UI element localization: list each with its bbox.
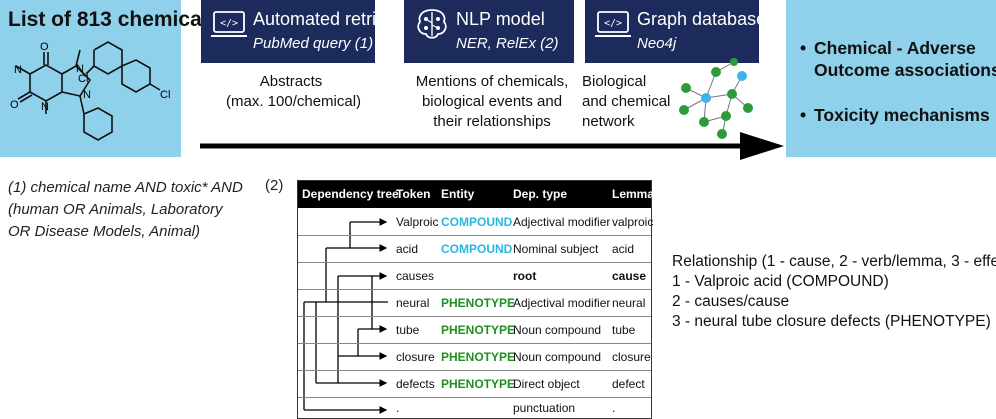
brain-circuit-icon: [417, 9, 447, 39]
entity-cell: PHENOTYPE: [441, 296, 516, 310]
table-row: causes root cause: [298, 262, 651, 290]
outcome-bullet: •: [800, 105, 807, 125]
token-cell: neural: [396, 296, 430, 310]
query-line: OR Disease Models, Animal): [8, 223, 201, 240]
step-nlp-model: NLP model NER, RelEx (2): [404, 0, 574, 63]
step-subtitle: Neo4j: [637, 35, 677, 52]
atom-n-1: N: [14, 64, 22, 76]
outcome-bullet: •: [800, 38, 807, 58]
table-row: closure PHENOTYPE Noun compound closure: [298, 343, 651, 371]
token-cell: .: [396, 401, 400, 415]
relationship-line: Relationship (1 - cause, 2 - verb/lemma,…: [672, 253, 996, 270]
flow-arrow: [200, 132, 784, 160]
chemicals-title: List of 813 chemicals: [8, 8, 220, 31]
lemma-cell: acid: [612, 242, 635, 256]
pubmed-query: (1) chemical name AND toxic* AND (human …: [8, 177, 243, 243]
atom-cl-1: Cl: [78, 73, 88, 85]
entity-cell: COMPOUND: [441, 215, 513, 229]
relationship-description: Relationship (1 - cause, 2 - verb/lemma,…: [672, 252, 996, 332]
step-graph-database: </> Graph database Neo4j: [585, 0, 766, 63]
table-row: acid COMPOUND Nominal subject acid: [298, 235, 651, 263]
lemma-cell: cause: [612, 269, 647, 283]
desc-line: their relationships: [433, 113, 551, 130]
dep-type-cell: Direct object: [513, 377, 580, 391]
step-title: NLP model: [456, 9, 545, 29]
entity-cell: COMPOUND: [441, 242, 513, 256]
atom-o-top: O: [40, 41, 49, 53]
atom-n-3: N: [76, 63, 84, 75]
dep-type-cell: Adjectival modifier: [513, 215, 611, 229]
lemma-cell: valproic: [612, 215, 654, 229]
lemma-cell: neural: [612, 296, 646, 310]
relationship-line: 1 - Valproic acid (COMPOUND): [672, 273, 889, 290]
table-row: . punctuation .: [298, 397, 651, 417]
lemma-cell: tube: [612, 323, 636, 337]
header-token: Token: [396, 187, 431, 201]
step-automated-retrieval: </> Automated retrieval PubMed query (1): [201, 0, 409, 63]
dep-type-cell: root: [513, 269, 537, 283]
table-row: tube PHENOTYPE Noun compound tube: [298, 316, 651, 344]
token-cell: causes: [396, 269, 435, 283]
header-dependency-tree: Dependency tree: [302, 187, 399, 201]
table-row: defects PHENOTYPE Direct object defect: [298, 370, 651, 398]
svg-text:</>: </>: [220, 18, 238, 29]
lemma-cell: .: [612, 401, 616, 415]
step-1-description: Abstracts (max. 100/chemical): [226, 72, 362, 112]
desc-line: and chemical: [582, 93, 671, 110]
lemma-cell: defect: [612, 377, 645, 391]
code-monitor-icon: </>: [595, 11, 631, 37]
table-row: neural PHENOTYPE Adjectival modifier neu…: [298, 289, 651, 317]
chemicals-box: List of 813 chemicals O O N N N: [0, 0, 219, 157]
step-subtitle: PubMed query (1): [253, 35, 374, 52]
dep-type-cell: punctuation: [513, 401, 576, 415]
atom-n-4: N: [83, 89, 91, 101]
chemical-structure-icon: O O N N N N Cl Cl: [10, 41, 170, 141]
dep-type-cell: Noun compound: [513, 323, 602, 337]
step-title: Automated retrieval: [253, 9, 410, 29]
query-line: (1) chemical name AND toxic* AND: [8, 179, 243, 196]
token-cell: defects: [396, 377, 435, 391]
code-monitor-icon: </>: [211, 11, 247, 37]
outcome-line: Toxicity mechanisms: [814, 105, 990, 125]
desc-line: Abstracts: [259, 73, 323, 90]
desc-line: (max. 100/chemical): [226, 93, 362, 110]
dep-type-cell: Adjectival modifier: [513, 296, 611, 310]
step-subtitle: NER, RelEx (2): [456, 35, 559, 52]
outcomes-box: • Chemical - Adverse Outcome association…: [786, 0, 996, 157]
dependency-table: Dependency tree Token Entity Dep. type L…: [297, 180, 655, 419]
atom-n-2: N: [41, 101, 49, 113]
atom-cl-2: Cl: [160, 89, 170, 101]
table-header: Dependency tree Token Entity Dep. type L…: [298, 181, 655, 208]
desc-line: biological events and: [421, 93, 563, 110]
token-cell: Valproic: [396, 215, 439, 229]
query-line: (human OR Animals, Laboratory: [8, 201, 223, 218]
outcome-line: Outcome associations: [814, 60, 996, 80]
step-3-description: Biological and chemical network: [582, 72, 672, 132]
entity-cell: PHENOTYPE: [441, 350, 516, 364]
step-title: Graph database: [637, 9, 767, 29]
network-graph-icon: [679, 58, 753, 139]
dep-type-cell: Noun compound: [513, 350, 602, 364]
nlp-figure-label: (2): [265, 177, 284, 194]
entity-cell: PHENOTYPE: [441, 377, 516, 391]
token-cell: closure: [396, 350, 435, 364]
dep-type-cell: Nominal subject: [513, 242, 599, 256]
token-cell: tube: [396, 323, 420, 337]
desc-line: network: [582, 113, 635, 130]
relationship-line: 3 - neural tube closure defects (PHENOTY…: [672, 313, 991, 330]
step-2-description: Mentions of chemicals, biological events…: [412, 72, 572, 132]
header-dep-type: Dep. type: [513, 187, 568, 201]
token-cell: acid: [396, 242, 419, 256]
relationship-line: 2 - causes/cause: [672, 293, 790, 310]
header-entity: Entity: [441, 187, 475, 201]
svg-text:</>: </>: [604, 18, 622, 29]
lemma-cell: closure: [612, 350, 651, 364]
entity-cell: PHENOTYPE: [441, 323, 516, 337]
table-row: Valproic COMPOUND Adjectival modifier va…: [298, 208, 654, 236]
desc-line: Biological: [582, 73, 647, 90]
desc-line: Mentions of chemicals,: [415, 73, 569, 90]
atom-o-left: O: [10, 99, 19, 111]
outcome-line: Chemical - Adverse: [814, 38, 976, 58]
header-lemma: Lemma: [612, 187, 655, 201]
